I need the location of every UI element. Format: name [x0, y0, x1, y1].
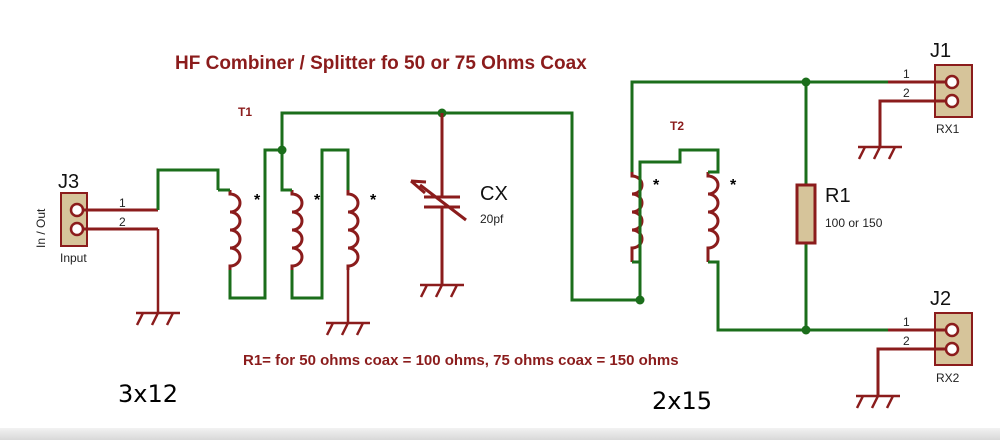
j2-pin2-ground-lead — [876, 347, 946, 396]
j3-pin2-label: 2 — [119, 215, 126, 229]
resistor-r1 — [795, 183, 817, 245]
j1-pin1-label: 1 — [903, 67, 910, 81]
bottom-edge-bar — [0, 428, 1000, 440]
wire-t1-coil1-bottom-to-coil2-top — [228, 148, 282, 300]
t1-label: T1 — [238, 105, 252, 119]
j2-body — [934, 312, 973, 366]
t2-label: T2 — [670, 119, 684, 133]
connector-j1: J1 RX1 1 2 — [903, 40, 973, 136]
trimmer-capacitor-cx — [410, 113, 467, 285]
t1-winding-3: * — [346, 190, 377, 270]
junction-t1-tap — [277, 145, 287, 155]
j3-pin2-hole — [69, 221, 85, 237]
j1-pin2-label: 2 — [903, 86, 910, 100]
ground-symbol-t1 — [325, 321, 370, 336]
r1-value: 100 or 150 — [825, 216, 883, 230]
j1-body — [934, 64, 973, 118]
r1-label: R1 — [825, 185, 851, 207]
t2-winding-1: * — [630, 172, 660, 262]
j1-sublabel: RX1 — [936, 122, 960, 136]
j2-pin1-label: 1 — [903, 315, 910, 329]
j2-pin1-hole — [944, 322, 960, 338]
ground-symbol-j2 — [855, 394, 900, 409]
t1-winding-2: * — [290, 190, 321, 270]
t2-phase-mark-2: * — [730, 177, 737, 194]
t1-phase-mark-3: * — [370, 192, 377, 209]
j3-side-label: In / Out — [34, 208, 48, 248]
t1-phase-mark-2: * — [314, 192, 321, 209]
wire-t1-tap-to-bus — [280, 111, 442, 150]
r1-value-note: R1= for 50 ohms coax = 100 ohms, 75 ohms… — [243, 352, 679, 369]
j2-pin2-label: 2 — [903, 334, 910, 348]
wire-t1-coil2-bottom-to-coil3-top — [290, 148, 350, 300]
ground-symbol-j3 — [135, 311, 180, 326]
j3-pin1-hole — [69, 202, 85, 218]
cx-label: CX — [480, 183, 508, 205]
j1-pin2-ground-lead — [878, 99, 946, 147]
t2-phase-mark-1: * — [653, 177, 660, 194]
j1-pin2-hole — [944, 93, 960, 109]
cx-value: 20pf — [480, 212, 504, 226]
j3-label: J3 — [58, 171, 79, 193]
t1-winding-1: * — [228, 190, 261, 270]
wire-bus-to-t2 — [442, 111, 640, 302]
ground-symbol-cx — [419, 283, 464, 298]
j3-pin1-label: 1 — [119, 196, 126, 210]
t2-winding-note: 2x15 — [652, 387, 712, 415]
j3-sublabel: Input — [60, 251, 87, 265]
t1-winding-note: 3x12 — [118, 380, 178, 408]
j2-pin2-hole — [944, 341, 960, 357]
j1-pin1-hole — [944, 74, 960, 90]
j1-label: J1 — [930, 40, 951, 62]
wire-t1-coil2-top — [280, 150, 292, 192]
j3-body — [60, 192, 88, 247]
connector-j2: J2 RX2 1 2 — [903, 288, 973, 385]
wire-j3-to-t1 — [156, 168, 220, 210]
t1-phase-mark-1: * — [254, 192, 261, 209]
t2-winding-2: * — [706, 172, 737, 262]
j2-sublabel: RX2 — [936, 371, 960, 385]
wire-t2-coil2-bottom-to-j2 — [708, 260, 806, 332]
wire-t2-center-to-coil2-top — [638, 148, 720, 300]
ground-symbol-j1 — [857, 145, 902, 160]
j2-label: J2 — [930, 288, 951, 310]
connector-j3: J3 Input In / Out 1 2 — [34, 171, 126, 265]
diagram-title: HF Combiner / Splitter fo 50 or 75 Ohms … — [175, 53, 587, 74]
wire-t2-coil1-top-to-j1 — [630, 80, 806, 172]
